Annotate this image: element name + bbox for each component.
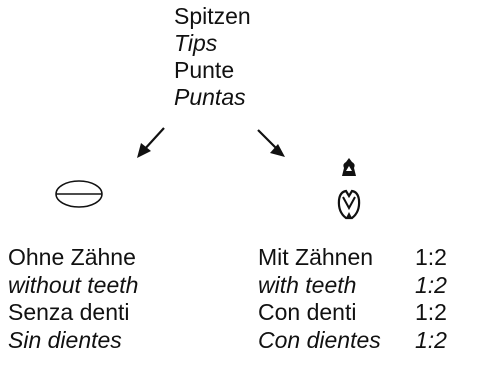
without-teeth-labels: Ohne Zähne without teeth Senza denti Sin… <box>8 244 138 354</box>
title-es: Puntas <box>174 84 246 110</box>
label-it: Senza denti <box>8 299 130 325</box>
arrow-left-icon <box>137 127 165 158</box>
title-block: Spitzen Tips Punte Puntas <box>174 3 251 111</box>
title-en: Tips <box>174 30 218 56</box>
label-es: Con dientes <box>258 326 381 353</box>
tip-with-teeth-icon <box>337 158 361 220</box>
arrow-right-icon <box>257 129 285 157</box>
label-es: Sin dientes <box>8 326 122 353</box>
tip-without-teeth-icon <box>55 180 103 208</box>
with-teeth-labels: Mit Zähnen with teeth Con denti Con dien… <box>258 244 381 354</box>
ratio-label: 1:2 <box>415 271 447 298</box>
title-it: Punte <box>174 57 235 83</box>
label-de: Ohne Zähne <box>8 244 136 270</box>
ratio-label: 1:2 <box>415 326 447 353</box>
label-en: without teeth <box>8 271 139 298</box>
label-en: with teeth <box>258 271 357 298</box>
label-it: Con denti <box>258 299 357 325</box>
ratio-label: 1:2 <box>415 244 447 270</box>
ratio-labels: 1:2 1:2 1:2 1:2 <box>415 244 447 354</box>
ratio-label: 1:2 <box>415 299 447 325</box>
title-de: Spitzen <box>174 3 251 29</box>
label-de: Mit Zähnen <box>258 244 374 270</box>
